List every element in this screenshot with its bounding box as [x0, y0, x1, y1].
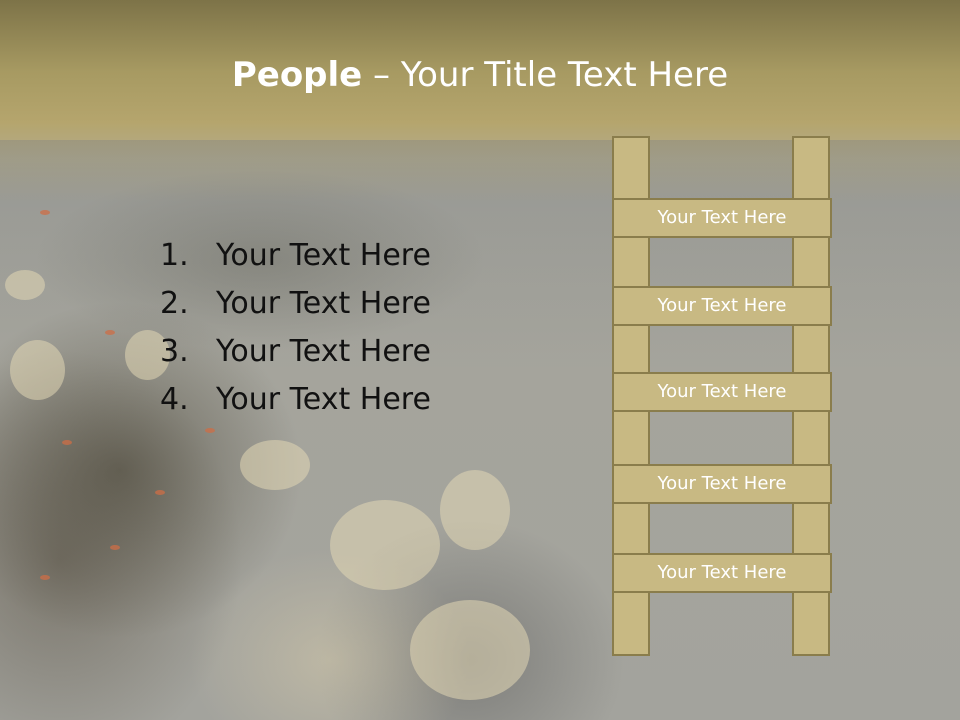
- list-number: 2.: [160, 286, 189, 321]
- fish-decoration: [155, 490, 165, 495]
- list-text: Your Text Here: [216, 286, 431, 321]
- coral-decoration: [440, 470, 510, 550]
- fish-decoration: [105, 330, 115, 335]
- coral-decoration: [330, 500, 440, 590]
- list-item: 4. Your Text Here: [160, 376, 431, 424]
- fish-decoration: [40, 210, 50, 215]
- title-rest: Your Title Text Here: [400, 55, 729, 95]
- coral-decoration: [410, 600, 530, 700]
- list-number: 1.: [160, 238, 189, 273]
- ladder-rung: Your Text Here: [612, 372, 832, 412]
- list-item: 2. Your Text Here: [160, 280, 431, 328]
- ladder-rung: Your Text Here: [612, 464, 832, 504]
- fish-decoration: [110, 545, 120, 550]
- title-dash: –: [362, 55, 401, 95]
- list-text: Your Text Here: [216, 334, 431, 369]
- coral-decoration: [240, 440, 310, 490]
- list-item: 3. Your Text Here: [160, 328, 431, 376]
- fish-decoration: [40, 575, 50, 580]
- slide-title: People – Your Title Text Here: [0, 52, 960, 98]
- list-text: Your Text Here: [216, 382, 431, 417]
- list-text: Your Text Here: [216, 238, 431, 273]
- fish-decoration: [205, 428, 215, 433]
- list-number: 3.: [160, 334, 189, 369]
- ladder-rung: Your Text Here: [612, 553, 832, 593]
- list-number: 4.: [160, 382, 189, 417]
- coral-decoration: [5, 270, 45, 300]
- coral-decoration: [125, 330, 170, 380]
- list-item: 1. Your Text Here: [160, 232, 431, 280]
- coral-decoration: [10, 340, 65, 400]
- numbered-list: 1. Your Text Here 2. Your Text Here 3. Your…: [160, 232, 431, 424]
- title-bold: People: [231, 55, 363, 95]
- fish-decoration: [62, 440, 72, 445]
- ladder-rung: Your Text Here: [612, 198, 832, 238]
- ladder-rung: Your Text Here: [612, 286, 832, 326]
